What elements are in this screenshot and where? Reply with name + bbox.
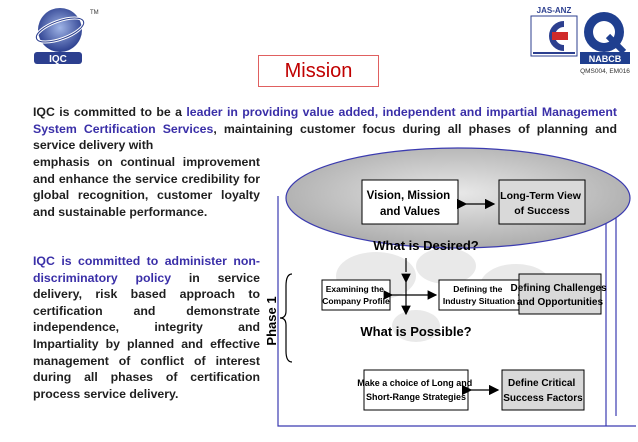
- vision-mission-values-box: Vision, Mission and Values: [367, 190, 454, 218]
- cert-codes: QMS004, EM016: [580, 68, 630, 75]
- paragraph1-highlight: leader in providing value added, indepen…: [33, 105, 617, 136]
- make-choice-line-2: Short-Range Strategies: [366, 392, 466, 402]
- defining-industry-box: Defining the Industry Situation: [443, 284, 515, 306]
- vision-line-1: Vision, Mission: [367, 190, 451, 202]
- what-is-possible-label: What is Possible?: [360, 324, 471, 339]
- phase-1-label: Phase 1: [266, 296, 279, 345]
- challenges-line-1: Defining Challenges: [511, 283, 608, 294]
- defining-industry-line-1: Defining the: [453, 284, 502, 294]
- jas-anz-label: JAS-ANZ: [537, 6, 572, 15]
- paragraph1-lead: IQC is committed to be a: [33, 105, 187, 119]
- mission-paragraph-2: IQC is committed to administer non-discr…: [33, 253, 260, 402]
- make-choice-line-1: Make a choice of Long and: [357, 378, 472, 388]
- long-term-view-box: Long-Term View of Success: [500, 190, 584, 217]
- define-critical-box: Define Critical Success Factors: [503, 378, 583, 404]
- defining-industry-line-2: Industry Situation: [443, 296, 515, 306]
- long-term-line-2: of Success: [514, 205, 570, 217]
- critical-line-1: Define Critical: [508, 378, 575, 389]
- what-is-desired-label: What is Desired?: [373, 238, 479, 253]
- page-title-text: Mission: [284, 59, 353, 82]
- mission-paragraph-1-continued: emphasis on continual improvement and en…: [33, 154, 260, 220]
- page-title: Mission: [258, 55, 379, 87]
- examining-box: Examining the Company Profile: [322, 284, 390, 306]
- mission-paragraph-1: IQC is committed to be a leader in provi…: [33, 104, 617, 154]
- paragraph1-continued: emphasis on continual improvement and en…: [33, 155, 260, 219]
- logo-iqc-text: IQC: [49, 54, 67, 65]
- challenges-line-2: and Opportunities: [517, 297, 604, 308]
- iqc-logo: IQC TM: [34, 8, 99, 65]
- feedback-loop-line: [277, 196, 636, 427]
- paragraph2-highlight: IQC is committed to administer non-discr…: [33, 254, 260, 285]
- critical-line-2: Success Factors: [503, 393, 583, 404]
- vision-line-2: and Values: [380, 206, 440, 218]
- defining-challenges-box: Defining Challenges and Opportunities: [511, 283, 610, 308]
- examining-line-2: Company Profile: [322, 296, 390, 306]
- strategy-diagram: Vision, Mission and Values Long-Term Vie…: [266, 147, 636, 427]
- globe-icon: [38, 8, 82, 52]
- certification-logos: JAS-ANZ NABCB QMS004, EM016: [528, 4, 631, 76]
- phase-bracket: [279, 273, 293, 363]
- make-choice-box: Make a choice of Long and Short-Range St…: [357, 378, 475, 402]
- long-term-line-1: Long-Term View: [500, 190, 582, 202]
- paragraph2-tail: in service delivery, risk based approach…: [33, 270, 260, 401]
- paragraph1-tail: , maintaining customer focus during all …: [33, 121, 618, 153]
- examining-line-1: Examining the: [326, 284, 384, 294]
- nabcb-label: NABCB: [589, 54, 622, 64]
- logo-tm: TM: [90, 10, 99, 16]
